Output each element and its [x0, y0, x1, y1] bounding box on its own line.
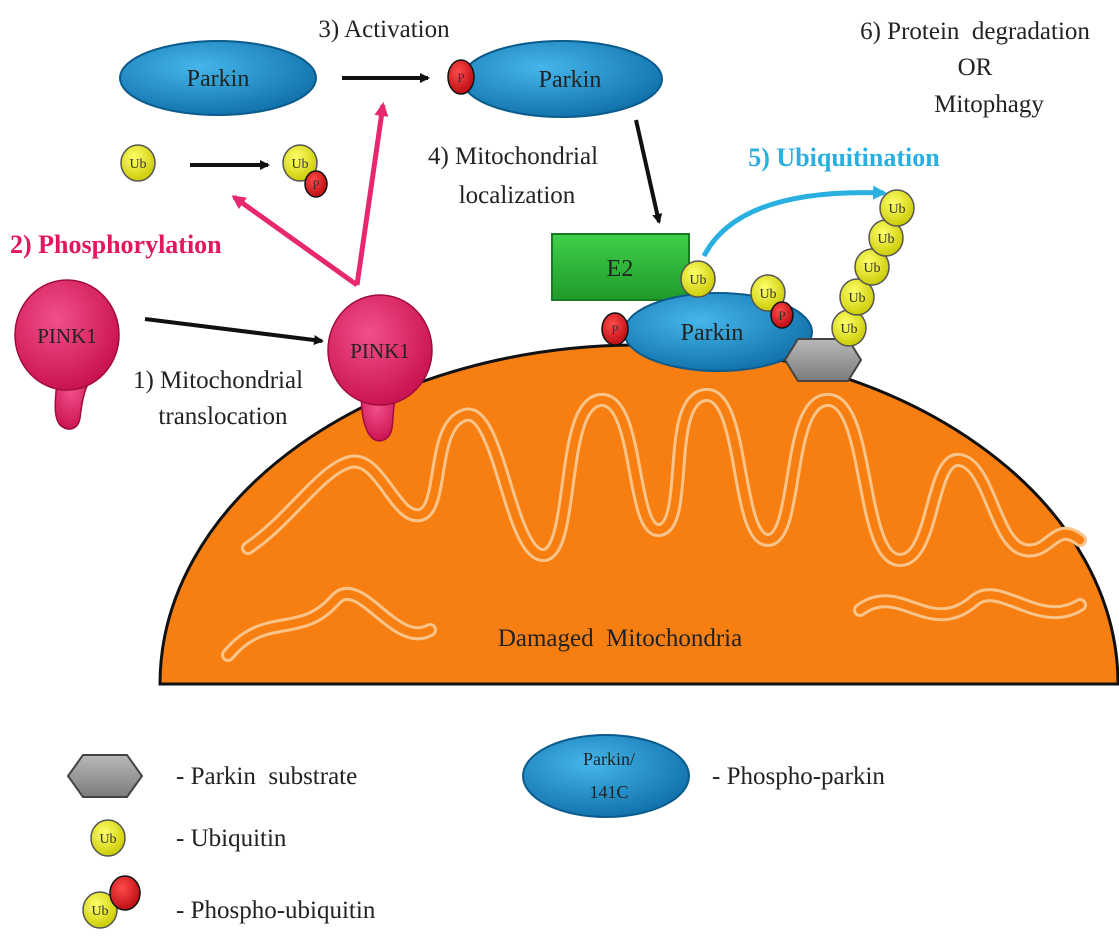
- legend-parkin-line-1: Parkin/: [583, 749, 635, 769]
- svg-text:Ub: Ub: [291, 157, 308, 172]
- svg-text:P: P: [778, 308, 785, 323]
- mitochondria-label: Damaged Mitochondria: [498, 625, 742, 652]
- step-1-label-line-1: 1) Mitochondrial: [133, 367, 303, 394]
- legend-substrate-label: - Parkin substrate: [176, 763, 357, 790]
- svg-text:Ub: Ub: [129, 157, 146, 172]
- step-6-label-line-3: Mitophagy: [934, 91, 1044, 118]
- phospho-ubiquitin: Ub P: [283, 145, 327, 197]
- parkin-label: Parkin: [187, 66, 250, 92]
- svg-text:P: P: [312, 177, 319, 192]
- phospho-parkin-label: Parkin: [539, 67, 602, 93]
- svg-text:Ub: Ub: [863, 261, 880, 276]
- phosphate-icon: [110, 876, 140, 910]
- polyubiquitin-chain: Ub Ub Ub Ub Ub: [832, 190, 914, 346]
- damaged-mitochondria: Damaged Mitochondria: [160, 345, 1118, 684]
- legend-item-phospho-parkin: Parkin/ 141C - Phospho-parkin: [523, 735, 885, 817]
- svg-text:Ub: Ub: [99, 832, 116, 847]
- step-4-label-line-1: 4) Mitochondrial: [428, 143, 598, 170]
- step-2-phosphorylation-label: 2) Phosphorylation: [10, 230, 222, 259]
- phosphorylation-arrow-to-parkin: [357, 105, 383, 285]
- substrate-icon: [68, 755, 142, 797]
- svg-text:Ub: Ub: [840, 322, 857, 337]
- translocation-arrow: [145, 319, 322, 341]
- legend-parkin-line-2: 141C: [589, 782, 628, 802]
- legend: - Parkin substrate Ub - Ubiquitin Ub - P…: [68, 735, 885, 928]
- parkin-phosphorylated: Parkin P: [448, 41, 662, 117]
- svg-text:Ub: Ub: [759, 287, 776, 302]
- phosphorylation-arrow-to-ub: [234, 197, 357, 285]
- parkin-mito-label: Parkin: [681, 320, 744, 346]
- step-3-activation-label: 3) Activation: [318, 16, 450, 43]
- step-4-label-line-2: localization: [459, 182, 576, 209]
- legend-phospho-ubiquitin-label: - Phospho-ubiquitin: [176, 897, 376, 924]
- step-5-ubiquitination-label: 5) Ubiquitination: [748, 143, 940, 172]
- step-1-label-line-2: translocation: [158, 403, 288, 430]
- e2-enzyme: E2: [552, 234, 689, 300]
- e2-bound-ubiquitin: Ub: [681, 261, 715, 297]
- svg-text:Ub: Ub: [877, 232, 894, 247]
- parkin-unphosphorylated: Parkin: [120, 41, 316, 115]
- legend-item-ubiquitin: Ub - Ubiquitin: [91, 820, 287, 856]
- svg-text:Ub: Ub: [848, 291, 865, 306]
- legend-item-phospho-ubiquitin: Ub - Phospho-ubiquitin: [83, 876, 376, 928]
- parkin-icon: [523, 735, 689, 817]
- legend-ubiquitin-label: - Ubiquitin: [176, 825, 287, 852]
- ubiquitin-unphosphorylated: Ub: [121, 145, 155, 181]
- pink1-mito-label: PINK1: [350, 339, 410, 363]
- pink1-cytosolic: PINK1: [15, 280, 119, 429]
- phosphate-label: P: [457, 70, 464, 85]
- svg-text:Ub: Ub: [91, 904, 108, 919]
- step-6-label-line-2: OR: [958, 54, 993, 81]
- legend-phospho-parkin-label: - Phospho-parkin: [712, 763, 885, 790]
- pink1-label: PINK1: [37, 324, 97, 348]
- svg-text:P: P: [611, 322, 618, 337]
- svg-text:Ub: Ub: [689, 273, 706, 288]
- svg-text:Ub: Ub: [888, 202, 905, 217]
- ubiquitination-arrow: [704, 193, 884, 256]
- legend-item-substrate: - Parkin substrate: [68, 755, 357, 797]
- step-6-label-line-1: 6) Protein degradation: [860, 18, 1090, 45]
- e2-label: E2: [607, 256, 634, 282]
- localization-arrow: [636, 120, 659, 222]
